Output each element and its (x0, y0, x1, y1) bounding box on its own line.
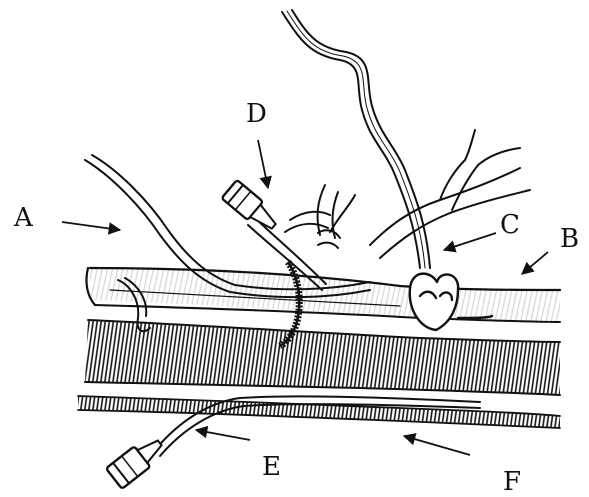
upper-vessel (86, 267, 560, 322)
hatched-vessel-band (85, 320, 560, 395)
arrow-d (258, 140, 268, 188)
arrow-f (404, 436, 470, 455)
arrow-b (522, 252, 548, 274)
arrow-e (196, 430, 250, 440)
label-e: E (262, 452, 281, 482)
label-c: C (500, 210, 520, 240)
label-b: B (560, 224, 579, 254)
arrow-c (444, 233, 496, 250)
catheter-c-tube (282, 10, 430, 268)
arrow-a (62, 222, 120, 230)
label-f: F (503, 467, 521, 497)
label-a: A (13, 203, 34, 233)
lower-vessel-band (78, 396, 560, 428)
label-d: D (246, 99, 267, 129)
upper-branch-vessels (285, 130, 530, 258)
